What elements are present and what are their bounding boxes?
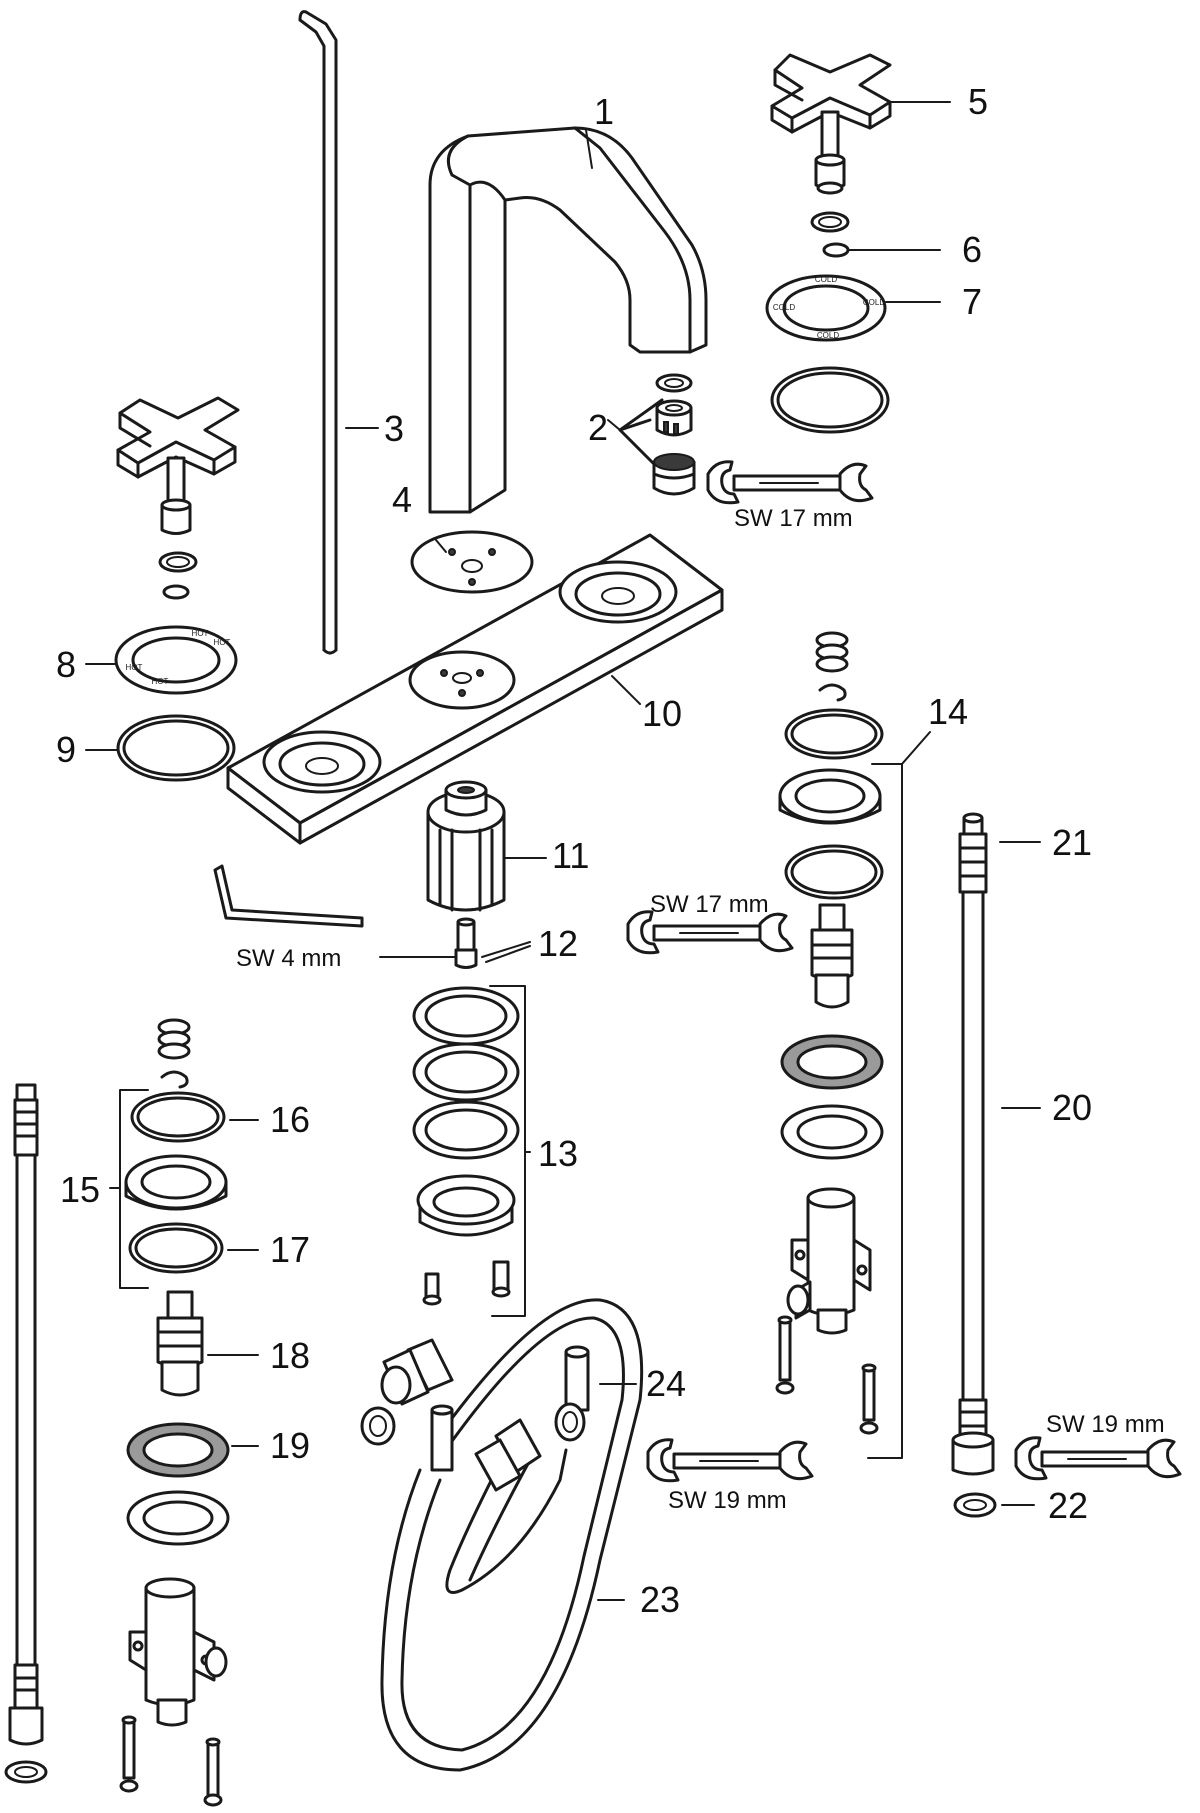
ring-label-hot-3: HOT: [126, 663, 143, 672]
callout-21: 21: [1052, 822, 1092, 863]
callout-11: 11: [552, 835, 589, 876]
part-11-mounting-body: [426, 780, 506, 912]
part-22-seal: [953, 1492, 997, 1518]
callout-6: 6: [962, 229, 982, 270]
part-3-lift-rod: [298, 10, 338, 655]
callout-22: 22: [1048, 1485, 1088, 1526]
callout-7: 7: [962, 281, 982, 322]
callout-3: 3: [384, 408, 404, 449]
ring-label-cold-2: COLD: [863, 298, 885, 307]
part-13-washer-stack: [412, 986, 520, 1306]
callout-2: 2: [588, 407, 608, 448]
callout-4: 4: [392, 479, 412, 520]
part-9-gasket: [116, 714, 236, 782]
wrench-sw19-center: [646, 1438, 814, 1483]
ring-label-cold-3: COLD: [817, 331, 839, 340]
part-18-valve-cartridge: [156, 1290, 204, 1397]
wrench-label-sw17-mid: SW 17 mm: [650, 891, 769, 918]
callout-23: 23: [640, 1579, 680, 1620]
wrench-sw17-mid: [626, 910, 794, 955]
callout-1: 1: [594, 91, 614, 132]
hot-valve-body: [119, 1577, 228, 1807]
ring-label-hot-1: HOT: [192, 629, 209, 638]
part-7-cold-ring: COLD COLD COLD COLD: [765, 274, 887, 342]
callout-16: 16: [270, 1099, 310, 1140]
wrench-sw17-top: [706, 460, 874, 505]
part-14-cold-valve-set: [775, 631, 884, 1435]
callout-17: 17: [270, 1229, 310, 1270]
callout-24: 24: [646, 1363, 686, 1404]
part-10-deck-plate: [226, 533, 724, 845]
part-23-spout-hose: [360, 1298, 644, 1772]
part-15-hot-valve-set: [157, 1018, 191, 1089]
part-17-o-ring: [128, 1222, 224, 1274]
left-hot-handle: [116, 396, 240, 600]
part-4-spout-flange: [410, 530, 534, 594]
ring-label-cold-1: COLD: [815, 275, 837, 284]
leader-lines: [85, 101, 1041, 1601]
part-2-aerator-set: [618, 373, 696, 496]
part-19-washer: [126, 1422, 230, 1546]
part-12-bolt: [454, 917, 478, 969]
part-16-o-ring: [130, 1091, 226, 1143]
callout-5: 5: [968, 81, 988, 122]
part-24-connector: [554, 1345, 590, 1442]
callout-10: 10: [642, 693, 682, 734]
wrench-label-sw4: SW 4 mm: [236, 945, 341, 972]
part-1-spout: [428, 126, 708, 514]
allen-key-sw4: [213, 864, 364, 928]
ring-label-hot-2: HOT: [214, 638, 231, 647]
callout-9: 9: [56, 729, 76, 770]
cold-gasket-large: [770, 366, 890, 434]
wrench-size-labels: SW 17 mm SW 4 mm SW 17 mm SW 19 mm SW 19…: [236, 505, 1165, 1514]
callout-15: 15: [60, 1169, 100, 1210]
part-5-cold-handle: [770, 53, 892, 195]
callout-8: 8: [56, 644, 76, 685]
callout-12: 12: [538, 923, 578, 964]
wrench-label-sw19-center: SW 19 mm: [668, 1487, 787, 1514]
left-supply-hose: [4, 1083, 48, 1784]
ring-label-hot-4: HOT: [152, 677, 169, 686]
ring-label-cold-4: COLD: [773, 303, 795, 312]
part-20-supply-hose: [951, 812, 995, 1476]
callout-19: 19: [270, 1425, 310, 1466]
callout-numbers: 1 2 3 4 5 6 7 8 9 10 11 12 13 14 15 16 1…: [56, 81, 1092, 1620]
callout-14: 14: [928, 691, 968, 732]
callout-20: 20: [1052, 1087, 1092, 1128]
part-15-bushing: [124, 1154, 228, 1211]
part-8-hot-ring: HOT HOT HOT HOT: [114, 625, 238, 695]
callout-18: 18: [270, 1335, 310, 1376]
callout-13: 13: [538, 1133, 578, 1174]
wrench-label-sw19-right: SW 19 mm: [1046, 1411, 1165, 1438]
wrench-sw19-right: [1014, 1436, 1182, 1481]
wrench-label-sw17-top: SW 17 mm: [734, 505, 853, 532]
part-6-o-ring-small: [810, 211, 850, 258]
